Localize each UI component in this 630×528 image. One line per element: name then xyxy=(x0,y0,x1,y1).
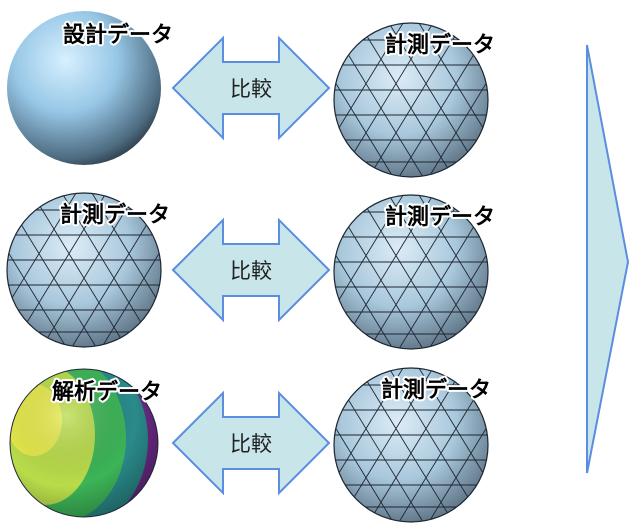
measured-data-label: 計測データ xyxy=(385,32,495,58)
row-2: 計測データ 比較 計測データ xyxy=(0,180,561,362)
analysis-data-label: 解析データ xyxy=(52,379,162,405)
compare-label: 比較 xyxy=(230,259,272,283)
design-data-label: 設計データ xyxy=(63,22,173,48)
compare-label: 比較 xyxy=(230,432,272,456)
analysis-data-sphere xyxy=(9,368,159,518)
row-3: 解析データ 比較 計測データ xyxy=(9,348,561,528)
measured-data-label: 計測データ xyxy=(385,204,495,230)
compare-label: 比較 xyxy=(230,77,272,101)
measured-data-label: 計測データ xyxy=(60,202,170,228)
result-arrow xyxy=(586,44,630,474)
measured-data-label: 計測データ xyxy=(381,377,491,403)
row-1: 設計データ 比較 計測データ xyxy=(7,10,561,190)
design-data-sphere xyxy=(7,11,161,165)
